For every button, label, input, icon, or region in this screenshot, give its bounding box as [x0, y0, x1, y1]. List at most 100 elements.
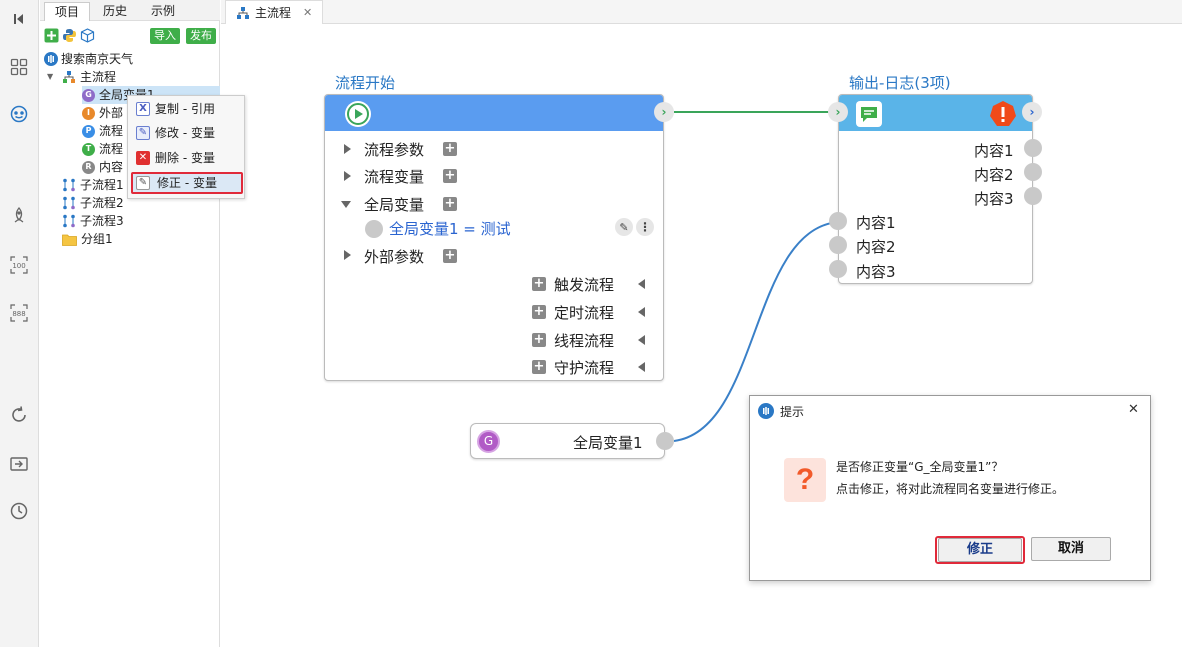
- project-logo-icon: [44, 52, 58, 66]
- dialog-message-2: 点击修正，将对此流程同名变量进行修正。: [836, 482, 1065, 496]
- tree-subflow-1[interactable]: 子流程1: [62, 176, 124, 194]
- fish-icon[interactable]: [8, 205, 30, 227]
- folder-icon: [62, 233, 77, 246]
- tree-item-content[interactable]: R 内容: [82, 158, 123, 176]
- section-flow-vars: 流程变量: [364, 168, 425, 186]
- menu-item-label: 复制 - 引用: [155, 102, 215, 116]
- cancel-button[interactable]: 取消: [1031, 537, 1111, 561]
- connector-var-to-log: [673, 221, 839, 442]
- input-port-3[interactable]: [829, 260, 847, 278]
- tab-history[interactable]: 历史: [102, 4, 127, 18]
- publish-button[interactable]: 发布: [186, 28, 216, 44]
- history-icon[interactable]: [8, 500, 30, 522]
- input-port-2[interactable]: [829, 236, 847, 254]
- variable-badge-icon: P: [82, 124, 95, 138]
- global-var-row[interactable]: 全局变量1 = 测试: [389, 220, 511, 238]
- port-left-arrow-icon[interactable]: [638, 307, 645, 317]
- port-left-arrow-icon[interactable]: [638, 362, 645, 372]
- fix-button-highlight: [935, 536, 1025, 564]
- log-node[interactable]: 内容1 内容2 内容3 内容1 内容2 内容3: [838, 94, 1033, 284]
- input-port-1[interactable]: [829, 212, 847, 230]
- chat-bot-icon[interactable]: [8, 103, 30, 125]
- ocr-dots-icon[interactable]: 888: [8, 302, 30, 324]
- play-icon[interactable]: [345, 101, 371, 127]
- edit-icon[interactable]: ✎: [615, 218, 633, 236]
- add-thread-flow-button[interactable]: +: [532, 332, 546, 347]
- output-port-2[interactable]: [1024, 163, 1042, 181]
- port-left-arrow-icon[interactable]: [638, 335, 645, 345]
- menu-item-delete-variable[interactable]: ✕ 删除 - 变量: [131, 147, 243, 169]
- tree-item-flow-param[interactable]: P 流程: [82, 122, 123, 140]
- confirm-fix-button[interactable]: 修正: [938, 538, 1022, 562]
- import-button[interactable]: 导入: [150, 28, 180, 44]
- tree-subflow-2[interactable]: 子流程2: [62, 194, 124, 212]
- section-global-vars: 全局变量: [364, 196, 425, 214]
- add-flow-var-button[interactable]: +: [443, 168, 457, 183]
- collapse-arrow-icon[interactable]: [341, 201, 351, 208]
- menu-item-modify-variable[interactable]: ✎ 修改 - 变量: [131, 122, 243, 144]
- subflow-label: 子流程1: [80, 178, 124, 192]
- tree-item-label: 流程: [99, 142, 124, 156]
- alert-icon: [989, 100, 1017, 128]
- package-icon[interactable]: [80, 28, 95, 43]
- close-icon[interactable]: ✕: [1128, 402, 1139, 417]
- subflow-icon: [62, 178, 76, 192]
- tree-item-flow-var[interactable]: T 流程: [82, 140, 123, 158]
- tree-main-flow[interactable]: 主流程: [62, 68, 116, 86]
- tab-project[interactable]: 项目: [44, 2, 90, 21]
- tab-examples[interactable]: 示例: [150, 4, 175, 18]
- port-left-arrow-icon[interactable]: [638, 279, 645, 289]
- output-port-1[interactable]: [1024, 139, 1042, 157]
- add-global-var-button[interactable]: +: [443, 196, 457, 211]
- add-flow-param-button[interactable]: +: [443, 141, 457, 156]
- add-trigger-flow-button[interactable]: +: [532, 276, 546, 291]
- close-icon[interactable]: ✕: [303, 6, 313, 19]
- menu-item-fix-variable[interactable]: ✎ 修正 - 变量: [131, 172, 243, 194]
- add-daemon-flow-button[interactable]: +: [532, 359, 546, 374]
- app-logo-icon: [758, 403, 774, 419]
- action-timer-flow: 定时流程: [554, 304, 615, 322]
- subflow-icon: [62, 196, 76, 210]
- add-timer-flow-button[interactable]: +: [532, 304, 546, 319]
- start-output-port[interactable]: ›: [654, 102, 674, 122]
- panel-tabs: 项目 历史 示例: [40, 0, 220, 21]
- expand-arrow-icon[interactable]: [344, 250, 351, 260]
- panel-toolbar: 导入 发布: [40, 26, 220, 46]
- tree-item-external[interactable]: I 外部: [82, 104, 123, 122]
- add-external-param-button[interactable]: +: [443, 248, 457, 263]
- section-external-params: 外部参数: [364, 248, 425, 266]
- log-input-port[interactable]: ›: [828, 102, 848, 122]
- tree-group[interactable]: 分组1: [62, 230, 113, 248]
- more-icon[interactable]: ⋮: [636, 218, 654, 236]
- tab-main-flow[interactable]: 主流程 ✕: [225, 0, 323, 24]
- expand-arrow-icon[interactable]: [344, 144, 351, 154]
- log-input-1: 内容1: [856, 214, 896, 232]
- question-mark: ?: [795, 463, 815, 496]
- refresh-icon[interactable]: [8, 404, 30, 426]
- project-name: 搜索南京天气: [61, 52, 134, 66]
- tree-item-label: 流程: [99, 124, 124, 138]
- export-icon[interactable]: [8, 453, 30, 475]
- menu-item-copy-reference[interactable]: X 复制 - 引用: [131, 98, 243, 120]
- add-icon[interactable]: [44, 28, 59, 43]
- output-port-3[interactable]: [1024, 187, 1042, 205]
- log-output-port[interactable]: ›: [1022, 102, 1042, 122]
- tree-project-root[interactable]: 搜索南京天气: [44, 50, 133, 68]
- global-var-node[interactable]: G 全局变量1: [470, 423, 665, 459]
- tree-subflow-3[interactable]: 子流程3: [62, 212, 124, 230]
- expand-arrow-icon[interactable]: ▼: [47, 72, 54, 81]
- ocr-100-icon[interactable]: 100: [8, 254, 30, 276]
- expand-arrow-icon[interactable]: [344, 171, 351, 181]
- apps-grid-icon[interactable]: [8, 56, 30, 78]
- menu-item-label: 修改 - 变量: [155, 126, 215, 140]
- var-output-port[interactable]: [656, 432, 674, 450]
- main-flow-label: 主流程: [80, 70, 117, 84]
- start-node[interactable]: 流程参数 + 流程变量 + 全局变量 + 全局变量1 = 测试 ✎ ⋮ 外部参数…: [324, 94, 664, 381]
- svg-text:888: 888: [12, 310, 25, 318]
- collapse-icon[interactable]: [8, 8, 30, 30]
- subflow-label: 子流程2: [80, 196, 124, 210]
- python-icon[interactable]: [62, 28, 77, 43]
- tree-item-label: 外部: [99, 106, 124, 120]
- confirm-dialog: 提示 ✕ ? 是否修正变量“G_全局变量1”？ 点击修正，将对此流程同名变量进行…: [749, 395, 1151, 581]
- log-output-2: 内容2: [974, 166, 1014, 184]
